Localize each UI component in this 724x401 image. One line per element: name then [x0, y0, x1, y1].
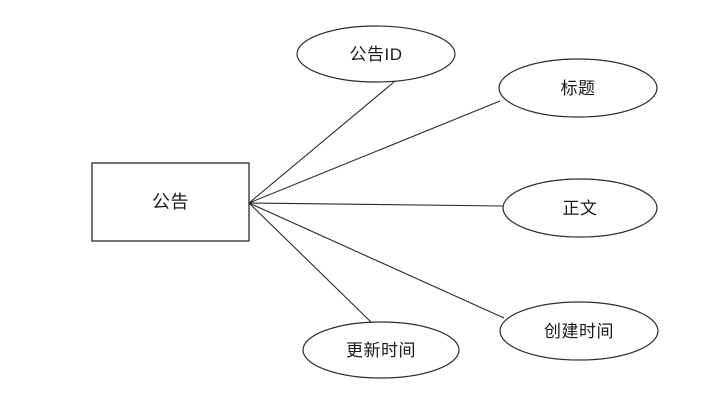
edge-create-time[interactable]: [248, 202, 505, 319]
attribute-ellipse-body[interactable]: [502, 178, 658, 238]
edge-title[interactable]: [248, 100, 501, 204]
attribute-ellipse-create-time[interactable]: [499, 301, 659, 361]
entity-box-announcement[interactable]: [91, 162, 250, 242]
edge-layer: [248, 81, 505, 323]
edge-update-time[interactable]: [248, 202, 372, 323]
attribute-ellipse-update-time[interactable]: [302, 321, 460, 379]
edge-body[interactable]: [248, 202, 504, 207]
shape-layer: [91, 25, 659, 379]
attribute-ellipse-title[interactable]: [498, 58, 658, 118]
attribute-ellipse-announcement-id[interactable]: [296, 25, 456, 83]
edge-announcement-id[interactable]: [248, 81, 395, 204]
